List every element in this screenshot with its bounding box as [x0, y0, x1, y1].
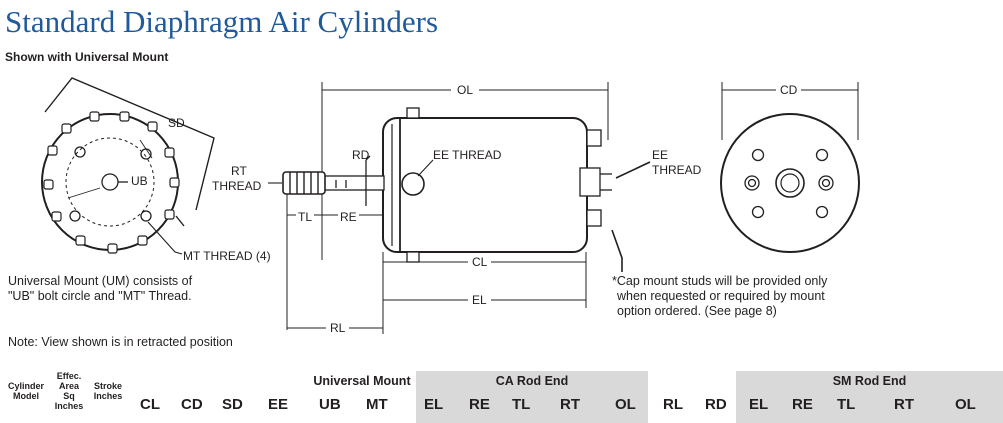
um-note-line-1: Universal Mount (UM) consists of: [8, 274, 193, 288]
cap-note-line-2: when requested or required by mount: [617, 289, 825, 303]
ub-label: UB: [131, 174, 148, 188]
universal-mount-face-view: [41, 77, 215, 255]
column-header-ub: UB: [319, 396, 341, 413]
mount-plate-outline: [41, 113, 179, 251]
re-label: RE: [338, 210, 359, 224]
column-header-ca-el: EL: [424, 396, 444, 413]
cap-note-line-1: *Cap mount studs will be provided only: [612, 274, 828, 288]
mt-hole: [140, 210, 152, 222]
stroke-header: Stroke Inches: [90, 381, 126, 401]
column-header-rl: RL: [663, 396, 683, 413]
cylinder-drawings: [41, 77, 860, 334]
rt-thread-label: THREAD: [212, 179, 262, 193]
page-subtitle: Shown with Universal Mount: [5, 50, 169, 64]
column-header-cl: CL: [140, 396, 160, 413]
cl-label: CL: [468, 255, 492, 269]
sm-rod-end-shade: [736, 392, 1003, 423]
effec-header-line-2: Area: [58, 381, 79, 391]
sd-label: SD: [168, 116, 185, 130]
ee-thread-label-right: THREAD: [652, 163, 702, 177]
ca-rod-end-shade: [416, 392, 648, 423]
effec-header-line-1: Effec.: [56, 371, 82, 381]
universal-mount-group-header: Universal Mount: [313, 374, 411, 388]
um-note-line-2: "UB" bolt circle and "MT" Thread.: [8, 289, 192, 303]
sm-rod-end-group-header: SM Rod End: [736, 371, 1003, 392]
column-header-sd: SD: [222, 396, 243, 413]
view-note: Note: View shown is in retracted positio…: [8, 335, 233, 349]
ee-port: [401, 172, 425, 196]
column-header-ca-rt: RT: [560, 396, 580, 413]
mt-thread-label: MT THREAD (4): [183, 249, 271, 263]
end-plate: [720, 113, 860, 253]
column-header-sm-ol: OL: [955, 396, 976, 413]
rl-label: RL: [326, 321, 350, 335]
column-header-sm-rt: RT: [894, 396, 914, 413]
ub-bolt-circle: [65, 137, 155, 227]
effec-area-header: Effec. Area Sq Inches: [52, 371, 86, 411]
center-hole: [101, 173, 119, 191]
column-header-mt: MT: [366, 396, 388, 413]
stroke-header-line-1: Stroke: [93, 381, 122, 391]
effec-header-line-3: Sq: [63, 391, 75, 401]
ee-label: EE: [652, 148, 669, 162]
effec-header-line-4: Inches: [54, 401, 84, 411]
stroke-header-line-2: Inches: [93, 391, 123, 401]
cylinder-header-line-1: Cylinder: [7, 381, 44, 391]
cylinder-model-header: Cylinder Model: [4, 381, 48, 401]
column-header-ee: EE: [268, 396, 289, 413]
el-label: EL: [468, 293, 491, 307]
cylinder-end-view: [720, 82, 860, 253]
rt-label: RT: [231, 164, 247, 178]
page-title: Standard Diaphragm Air Cylinders: [5, 4, 439, 39]
tl-label: TL: [296, 210, 315, 224]
column-header-sm-re: RE: [792, 396, 813, 413]
piston-rod: [321, 175, 385, 191]
ee-thread-label: EE THREAD: [433, 148, 502, 162]
mt-hole: [74, 146, 86, 158]
column-header-sm-el: EL: [749, 396, 769, 413]
column-header-rd: RD: [705, 396, 727, 413]
ol-label: OL: [451, 83, 480, 97]
column-header-ca-tl: TL: [512, 396, 531, 413]
cylinder-side-view: [268, 82, 651, 334]
rd-label: RD: [352, 148, 370, 162]
cd-label: CD: [776, 83, 802, 97]
perimeter-bolts: [43, 111, 180, 254]
column-header-ca-ol: OL: [615, 396, 636, 413]
ca-rod-end-group-header: CA Rod End: [416, 371, 648, 392]
column-header-ca-re: RE: [469, 396, 490, 413]
column-header-cd: CD: [181, 396, 203, 413]
cylinder-header-line-2: Model: [13, 391, 39, 401]
column-header-sm-tl: TL: [837, 396, 856, 413]
cap-note-line-3: option ordered. (See page 8): [617, 304, 777, 318]
mt-hole: [69, 210, 81, 222]
